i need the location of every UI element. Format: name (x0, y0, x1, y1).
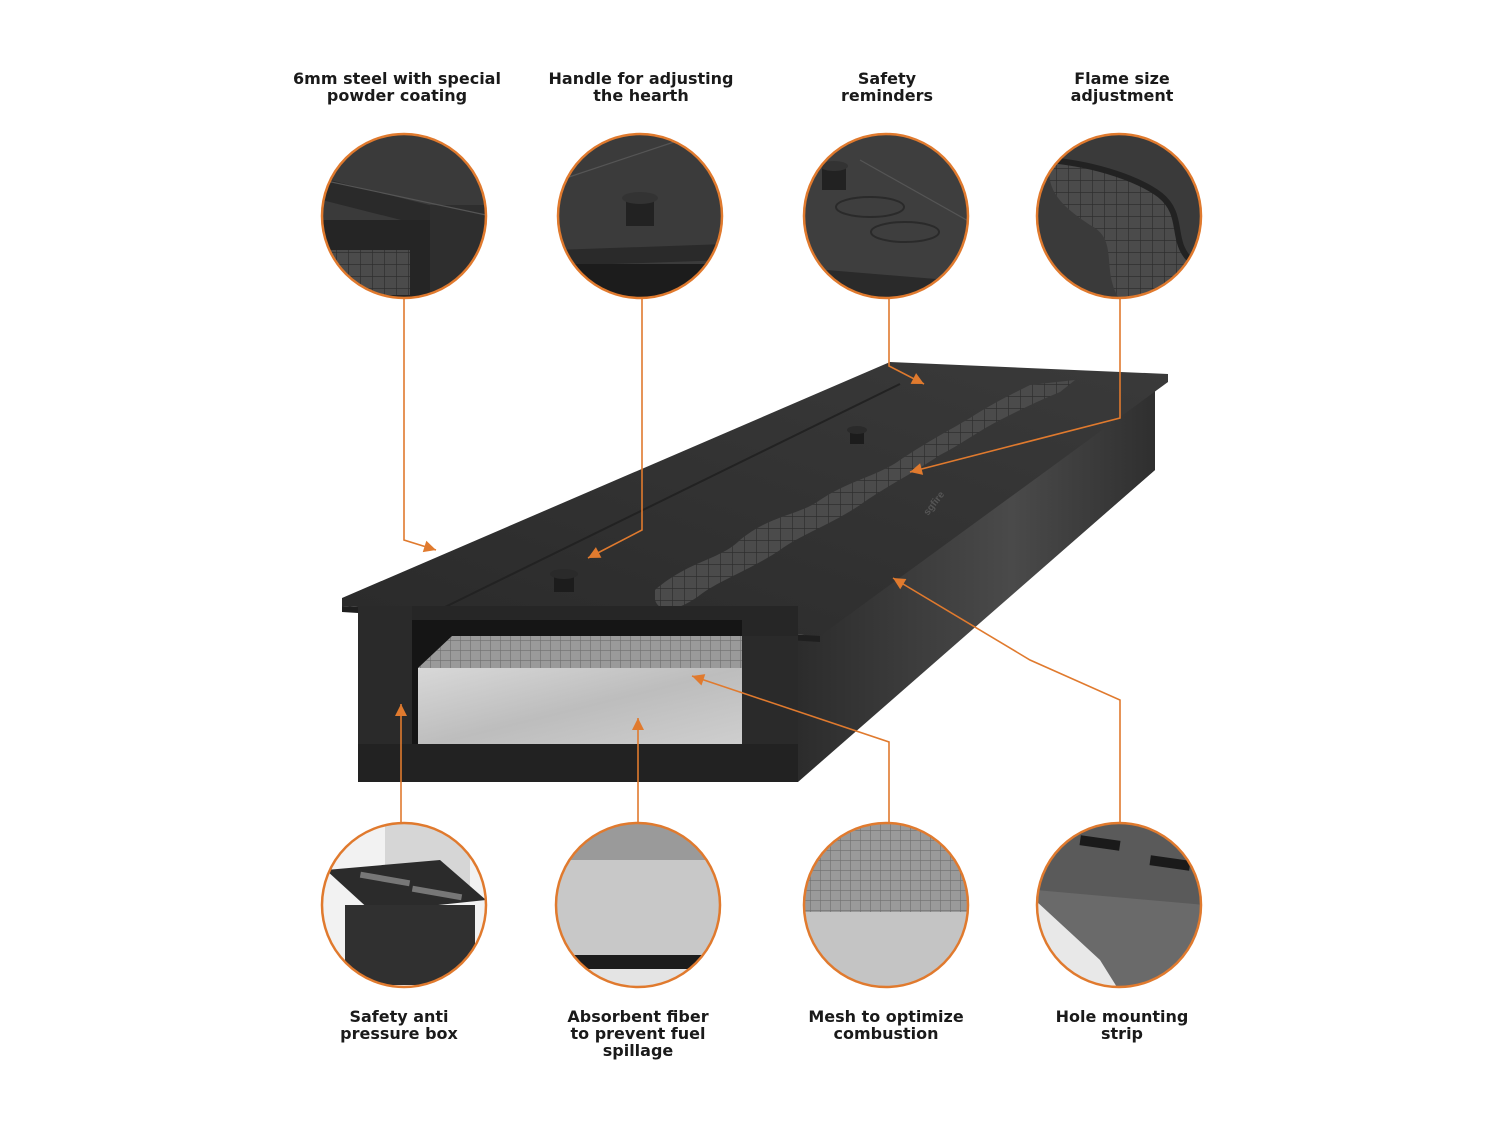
leader-safety (888, 298, 925, 385)
detail-circle-flame (1035, 132, 1203, 300)
fiber-closeup-icon (554, 821, 722, 989)
burner-cross-section (358, 606, 798, 782)
leader-fiber-arrowhead (632, 718, 644, 730)
detail-circle-steel (320, 132, 488, 300)
handle-knob (550, 426, 867, 592)
detail-circle-pressure (320, 821, 488, 989)
leader-steel-arrowhead (422, 540, 436, 553)
leader-flame-arrowhead (910, 463, 924, 475)
safety-symbol-closeup-icon (802, 132, 970, 300)
leader-safety-arrowhead (910, 373, 924, 384)
leader-steel (403, 298, 437, 551)
wavy-slot-closeup-icon (1035, 132, 1203, 300)
callout-label-pressure: Safety anti pressure box (340, 1007, 458, 1043)
mesh-closeup-icon (802, 821, 970, 989)
fireplace-burner: sgfire (342, 362, 1168, 782)
leader-mesh-arrowhead (692, 674, 706, 686)
leader-flame (909, 298, 1121, 473)
handle-knob-closeup-icon (556, 132, 724, 300)
callout-label-mesh: Mesh to optimize combustion (808, 1007, 964, 1043)
absorbent-fiber (418, 668, 742, 748)
detail-circle-mesh (802, 821, 970, 989)
leader-lines (395, 298, 1121, 822)
detail-circle-strip (1035, 821, 1203, 989)
callout-label-fiber: Absorbent fiber to prevent fuel spillage (567, 1007, 709, 1060)
leader-pressure-arrowhead (395, 704, 407, 716)
mounting-strip-closeup-icon (1035, 821, 1203, 989)
detail-circle-safety (802, 132, 970, 300)
detail-circle-handle (556, 132, 724, 300)
callout-label-flame: Flame size adjustment (1070, 69, 1174, 105)
leader-strip (892, 577, 1121, 822)
leader-handle (587, 298, 643, 559)
steel-corner-closeup-icon (320, 132, 488, 300)
callout-label-steel: 6mm steel with special powder coating (293, 69, 501, 105)
flame-slot (655, 380, 1075, 610)
pressure-box-closeup-icon (320, 821, 488, 989)
detail-circle-fiber (554, 821, 722, 989)
callout-label-handle: Handle for adjusting the hearth (548, 69, 734, 105)
callout-label-strip: Hole mounting strip (1055, 1007, 1189, 1043)
callout-label-safety: Safety reminders (840, 69, 933, 105)
leader-strip-arrowhead (893, 578, 907, 590)
leader-handle-arrowhead (588, 547, 602, 558)
combustion-mesh (418, 636, 742, 672)
leader-mesh (691, 675, 890, 822)
